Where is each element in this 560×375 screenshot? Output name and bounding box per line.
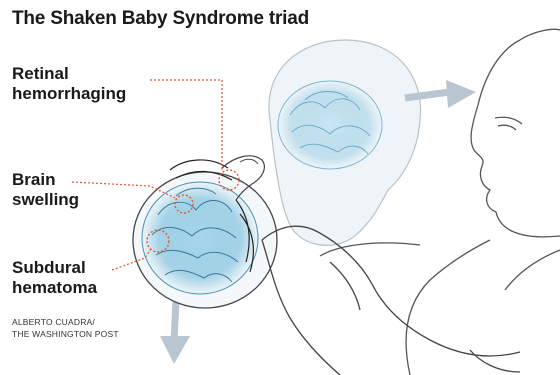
baby-head [133,156,277,308]
label-retinal-hemorrhaging: Retinal hemorrhaging [12,64,126,104]
label-subdural-hematoma: Subdural hematoma [12,258,97,298]
label-brain-swelling: Brain swelling [12,170,79,210]
label-subdural-line1: Subdural [12,258,97,278]
credit-line1: ALBERTO CUADRA/ [12,316,119,328]
page-title: The Shaken Baby Syndrome triad [12,8,309,30]
label-brain-line2: swelling [12,190,79,210]
ghost-head [269,40,421,245]
label-retinal-line2: hemorrhaging [12,84,126,104]
label-retinal-line1: Retinal [12,64,126,84]
image-credit: ALBERTO CUADRA/ THE WASHINGTON POST [12,316,119,340]
baby-body [262,226,520,375]
label-subdural-line2: hematoma [12,278,97,298]
label-brain-line1: Brain [12,170,79,190]
credit-line2: THE WASHINGTON POST [12,328,119,340]
